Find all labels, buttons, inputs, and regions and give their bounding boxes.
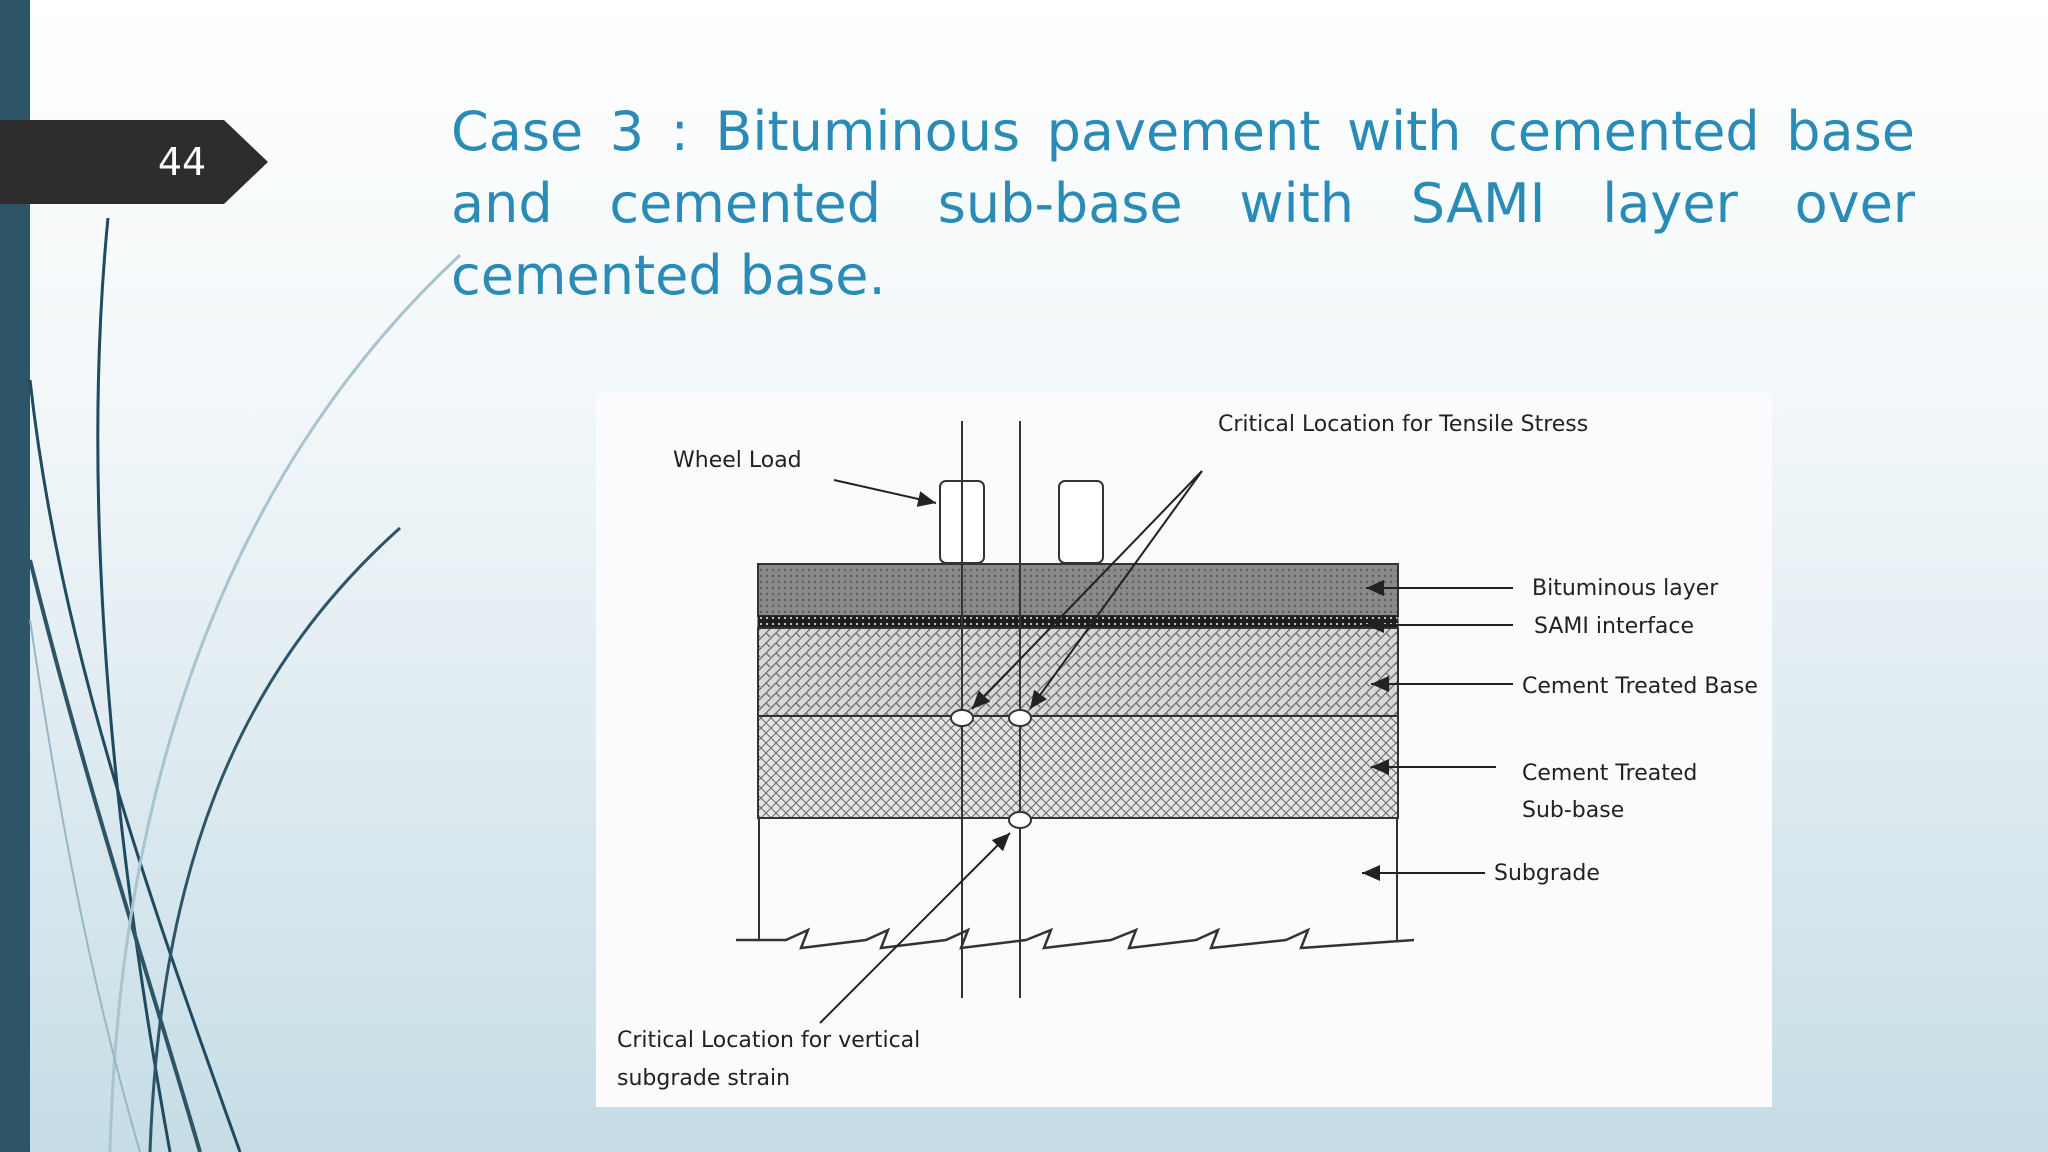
label-cement-treated-subbase-2: Sub-base <box>1522 798 1624 823</box>
label-cement-treated-base: Cement Treated Base <box>1522 674 1758 699</box>
label-bituminous-layer: Bituminous layer <box>1532 576 1719 601</box>
page-number-tab <box>0 120 268 204</box>
sami-interface-layer <box>757 615 1399 629</box>
wheel-right <box>1058 480 1104 564</box>
cement-treated-subbase-layer <box>757 715 1399 819</box>
critical-point-right <box>1008 709 1032 727</box>
page-number: 44 <box>157 140 207 184</box>
label-critical-vertical-1: Critical Location for vertical <box>617 1028 920 1053</box>
label-critical-vertical-2: subgrade strain <box>617 1066 790 1091</box>
pavement-diagram: Wheel Load Critical Location for Tensile… <box>596 393 1772 1107</box>
bituminous-layer <box>757 563 1399 617</box>
label-critical-tensile: Critical Location for Tensile Stress <box>1218 412 1588 437</box>
subgrade-break-line <box>736 927 1415 950</box>
label-sami-interface: SAMI interface <box>1534 614 1694 639</box>
critical-point-subgrade <box>1008 811 1032 829</box>
label-cement-treated-subbase-1: Cement Treated <box>1522 761 1697 786</box>
slide-title: Case 3 : Bituminous pavement with cement… <box>451 100 1915 307</box>
label-subgrade: Subgrade <box>1494 861 1600 886</box>
critical-point-left <box>950 709 974 727</box>
label-wheel-load: Wheel Load <box>673 448 802 473</box>
